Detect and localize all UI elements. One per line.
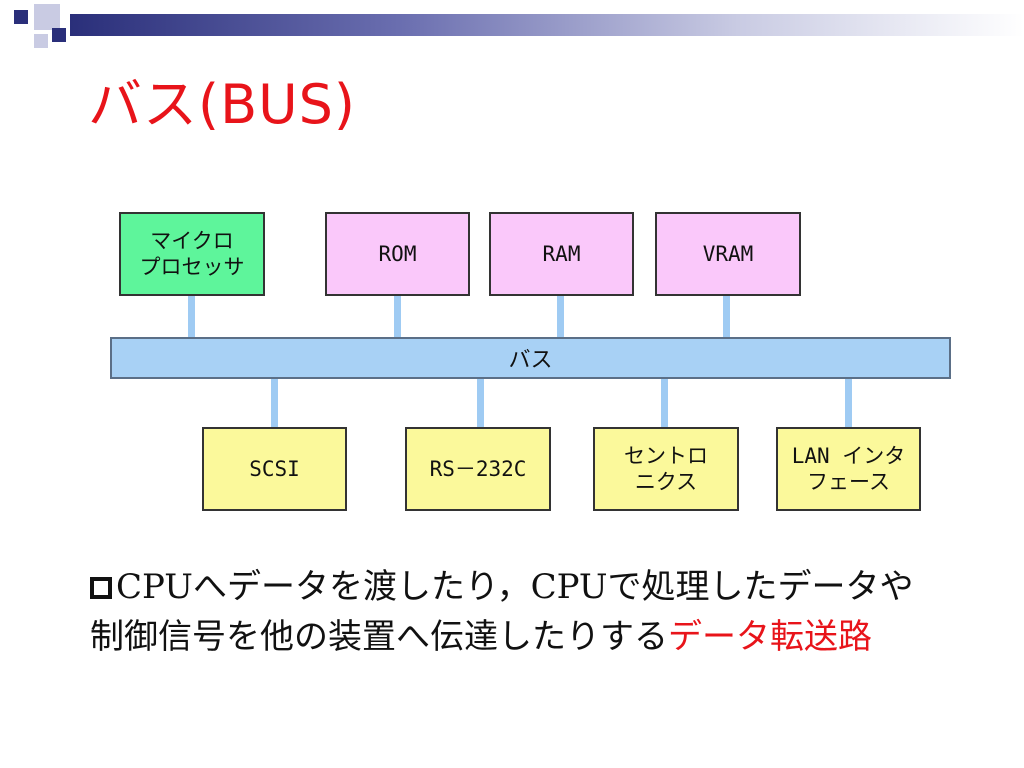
description-text: CPUへデータを渡したり，CPUで処理したデータや 制御信号を他の装置へ伝達した…: [90, 562, 914, 662]
connector-vram: [723, 294, 730, 338]
device-rom: ROM: [325, 212, 470, 296]
connector-lan: [845, 378, 852, 428]
connector-rs232c: [477, 378, 484, 428]
connector-microprocessor: [188, 294, 195, 338]
bus-label: バス: [508, 348, 553, 373]
description-comma: ，: [496, 567, 531, 607]
description-segment: 制御信号を他の装置へ伝達したりする: [90, 617, 668, 657]
bus-bar: バス: [110, 337, 951, 379]
device-centronics: セントロ ニクス: [593, 427, 739, 511]
description-line-1: CPUへデータを渡したり，CPUで処理したデータや: [90, 562, 914, 612]
cpu-text: CPU: [116, 567, 193, 607]
description-segment: で処理したデータや: [607, 567, 914, 607]
connector-rom: [394, 294, 401, 338]
device-ram: RAM: [489, 212, 634, 296]
description-segment: へデータを渡したり: [192, 567, 497, 607]
description-highlight: データ転送路: [668, 617, 872, 657]
description-line-2: 制御信号を他の装置へ伝達したりするデータ転送路: [90, 612, 914, 662]
corner-square-light: [34, 4, 60, 30]
device-vram: VRAM: [655, 212, 801, 296]
device-rs232c: RS－232C: [405, 427, 551, 511]
connector-centronics: [661, 378, 668, 428]
corner-square-navy: [14, 10, 28, 24]
device-scsi: SCSI: [202, 427, 347, 511]
connector-scsi: [271, 378, 278, 428]
cpu-text: CPU: [530, 567, 608, 607]
connector-ram: [557, 294, 564, 338]
bullet-square-icon: [90, 577, 112, 599]
corner-square-light-2: [34, 34, 48, 48]
device-microprocessor: マイクロ プロセッサ: [119, 212, 265, 296]
header-gradient-bar: [70, 14, 1024, 36]
device-lan-interface: LAN インタ フェース: [776, 427, 921, 511]
corner-square-navy-2: [52, 28, 66, 42]
page-title: バス(BUS): [88, 73, 356, 136]
